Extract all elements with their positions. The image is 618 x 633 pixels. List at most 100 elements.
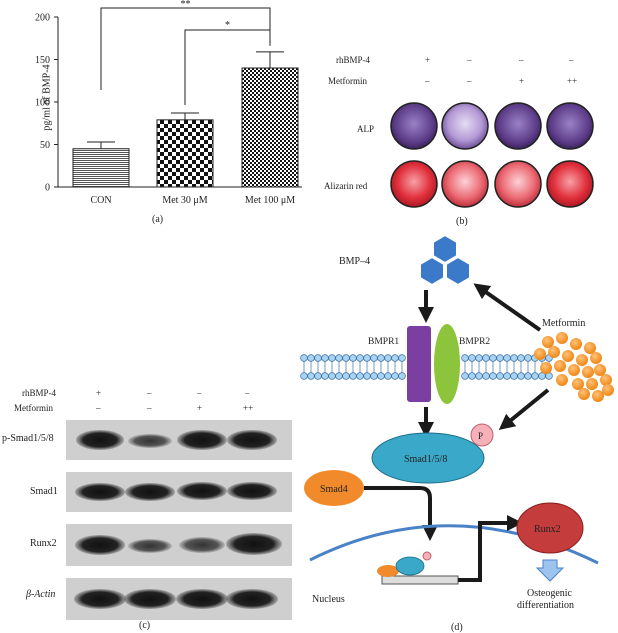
label-bmp4: BMP–4	[339, 256, 370, 267]
pathway-diagram: BMP–4 BMPR1 BMPR2 Metformin P Smad1/5/8 …	[300, 233, 614, 633]
rhbmp4-cell: –	[245, 388, 250, 398]
caption-b: (b)	[456, 216, 468, 227]
row-label-rhbmp4: rhBMP-4	[336, 55, 371, 65]
band	[177, 430, 227, 450]
x-tick-label: Met 30 μM	[162, 195, 207, 206]
metformin-cell: +	[519, 76, 525, 86]
significance-label: *	[225, 20, 230, 31]
alizarin-well	[441, 160, 489, 208]
cell-membrane	[300, 354, 553, 380]
y-tick-label: 0	[45, 183, 50, 194]
x-tick-label: Met 100 μM	[245, 195, 295, 206]
label-nucleus: Nucleus	[312, 594, 345, 605]
metformin-cell: +	[197, 403, 203, 413]
alizarin-well	[390, 160, 438, 208]
rhbmp4-cell: –	[467, 55, 472, 65]
label-runx2: Runx2	[534, 524, 561, 535]
band	[125, 483, 175, 501]
chart-ylabel: pg/ml of BMP-4	[41, 64, 53, 131]
stain-plates	[390, 102, 594, 208]
band	[76, 430, 124, 450]
rhbmp4-cell: +	[425, 55, 431, 65]
y-tick-label: 200	[35, 13, 50, 24]
phospho-complex	[422, 551, 432, 561]
smad158-node	[371, 432, 485, 484]
bar	[72, 148, 130, 188]
band	[179, 537, 225, 553]
blot-label: β-Actin	[26, 589, 56, 600]
significance-bracket	[100, 7, 271, 90]
arrow	[498, 388, 550, 431]
label-differentiation: differentiation	[517, 600, 574, 611]
blot-label: Runx2	[30, 538, 57, 549]
metformin-cell: –	[96, 403, 101, 413]
metformin-cell: –	[147, 403, 152, 413]
band	[75, 483, 125, 501]
label-metformin: Metformin	[542, 318, 585, 329]
smad4-node	[304, 470, 364, 506]
band	[227, 482, 277, 500]
rhbmp4-cell: –	[147, 388, 152, 398]
smad158-complex	[395, 556, 425, 576]
stain-label-alizarin: Alizarin red	[324, 181, 368, 191]
caption-c: (c)	[139, 620, 151, 631]
y-tick-label: 150	[35, 55, 50, 66]
row-label-metformin: Metformin	[328, 76, 367, 86]
metformin-cell: –	[425, 76, 430, 86]
y-tick-label: 100	[35, 98, 50, 109]
rhbmp4-cell: –	[519, 55, 524, 65]
bmp4-hexagons	[419, 233, 471, 287]
caption-d: (d)	[451, 622, 463, 633]
band	[227, 430, 277, 450]
label-bmpr2: BMPR2	[459, 337, 490, 347]
band	[128, 539, 172, 553]
alp-well	[494, 102, 542, 150]
blot-label: Smad1	[30, 486, 58, 497]
alizarin-well	[546, 160, 594, 208]
bmpr2-receptor	[434, 324, 460, 404]
stain-label-alp: ALP	[357, 124, 375, 134]
label-smad4: Smad4	[320, 484, 348, 495]
band	[124, 589, 176, 609]
alp-well	[546, 102, 594, 150]
bar	[241, 67, 299, 188]
band	[176, 589, 228, 609]
bar	[156, 119, 214, 188]
significance-bracket	[184, 29, 271, 106]
rhbmp4-cell: –	[569, 55, 574, 65]
blot-label: p-Smad1/5/8	[2, 433, 54, 444]
band	[226, 589, 278, 609]
significance-label: **	[181, 0, 191, 10]
band	[177, 482, 227, 500]
bmpr1-receptor	[407, 326, 431, 402]
arrow	[458, 515, 523, 582]
row-label-rhbmp4: rhBMP-4	[22, 388, 57, 398]
metformin-cell: ++	[243, 403, 254, 413]
band	[74, 589, 126, 609]
arrow	[473, 283, 542, 332]
row-label-metformin: Metformin	[14, 403, 53, 413]
x-tick-label: CON	[90, 195, 111, 206]
arrow	[364, 486, 438, 541]
band	[75, 535, 125, 555]
phospho-node	[470, 423, 494, 447]
smad4-complex	[377, 565, 399, 577]
band	[226, 533, 282, 555]
alizarin-well	[494, 160, 542, 208]
alp-well	[390, 102, 438, 150]
metformin-cluster	[534, 332, 614, 402]
metformin-cell: –	[467, 76, 472, 86]
rhbmp4-cell: –	[197, 388, 202, 398]
label-p: P	[478, 431, 483, 441]
y-tick-label: 50	[40, 140, 50, 151]
runx2-node	[516, 502, 584, 554]
label-osteogenic: Osteogenic	[527, 588, 573, 599]
label-bmpr1: BMPR1	[368, 337, 399, 347]
caption-a: (a)	[152, 214, 164, 225]
metformin-cell: ++	[567, 76, 578, 86]
dna-bar	[381, 575, 459, 585]
alp-well	[441, 102, 489, 150]
western-blot	[66, 420, 292, 620]
band	[128, 434, 172, 448]
